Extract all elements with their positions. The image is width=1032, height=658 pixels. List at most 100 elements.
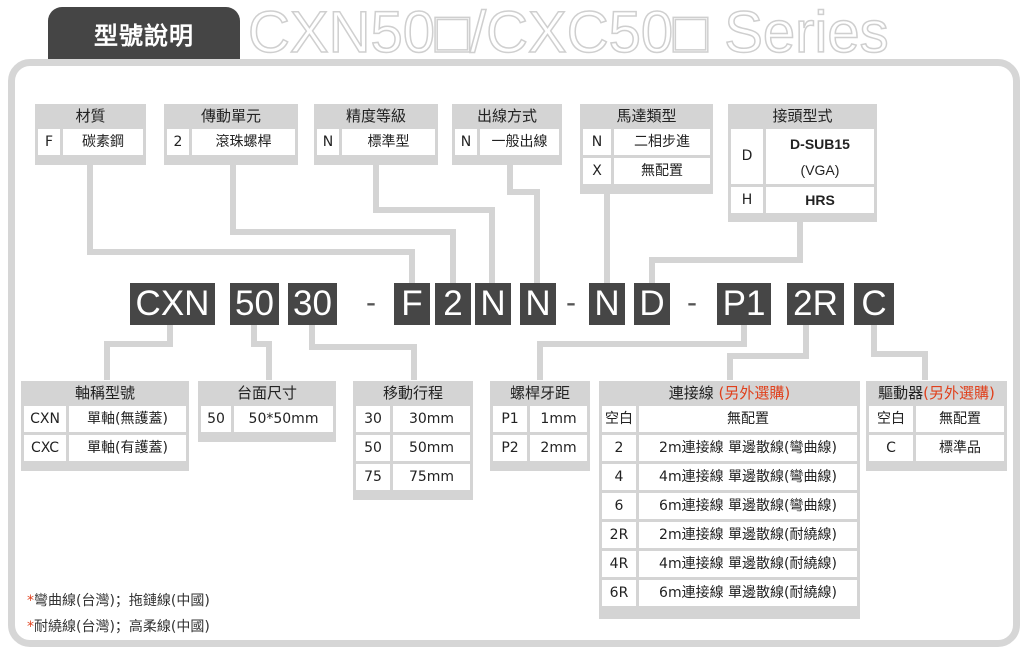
connector-desc: HRS [766, 187, 874, 213]
table-size-row: 50 50*50mm [201, 406, 333, 432]
connector-code: D [731, 129, 763, 184]
code-drive: 2 [435, 283, 471, 325]
connector-desc-line1: D-SUB15 [790, 136, 850, 152]
drive-row: 2 滾珠螺桿 [167, 129, 295, 155]
stroke-row: 30 30mm [356, 406, 470, 432]
line-driver [871, 324, 928, 380]
cable-code: 空白 [602, 406, 636, 432]
connector-desc: D-SUB15 (VGA) [766, 129, 874, 184]
drive-title: 傳動單元 [200, 107, 261, 125]
footnote: *耐繞線(台灣)；高柔線(中國) [27, 616, 210, 636]
motor-desc: 無配置 [614, 158, 710, 184]
cable-row: 空白無配置 [602, 406, 857, 432]
driver-row: 空白 無配置 [869, 406, 1004, 432]
code-driver: C [854, 283, 894, 325]
driver-desc: 無配置 [916, 406, 1004, 432]
code-cable: 2R [787, 283, 844, 325]
outlet-code: N [455, 129, 477, 155]
cover-row: CXC 單軸(有護蓋) [24, 435, 186, 461]
stroke-code: 50 [356, 435, 390, 461]
code-dash: - [566, 286, 576, 319]
footnote-text: 耐繞線(台灣)；高柔線(中國) [34, 619, 210, 635]
driver-code: C [869, 435, 913, 461]
lead-row: P2 2mm [493, 435, 587, 461]
connector-row: H HRS [731, 187, 874, 213]
cable-code: 6 [602, 493, 636, 519]
cover-code: CXN [24, 406, 66, 432]
motor-desc: 二相步進 [614, 129, 710, 155]
driver-desc: 標準品 [916, 435, 1004, 461]
page-title: 型號說明 [94, 21, 194, 50]
material-box: 材質 F 碳素鋼 [35, 104, 146, 165]
lead-title: 螺桿牙距 [509, 384, 570, 402]
connector-title: 接頭型式 [772, 107, 833, 125]
cable-title-note: (另外選購) [718, 384, 791, 402]
motor-code: N [583, 129, 611, 155]
cable-code: 4R [602, 551, 636, 577]
footnote-star: * [27, 593, 34, 609]
material-desc: 碳素鋼 [63, 129, 143, 155]
cable-desc: 6m連接線 單邊散線(彎曲線) [639, 493, 857, 519]
precision-code: N [317, 129, 339, 155]
motor-row: N 二相步進 [583, 129, 710, 155]
code-motor: N [589, 283, 625, 325]
precision-box: 精度等級 N 標準型 [314, 104, 438, 165]
table-size-box: 台面尺寸 50 50*50mm [198, 381, 336, 442]
lead-code: P1 [493, 406, 527, 432]
precision-desc: 標準型 [342, 129, 435, 155]
line-outlet [507, 164, 540, 284]
table-size-title: 台面尺寸 [236, 384, 297, 402]
outlet-box: 出線方式 N 一般出線 [452, 104, 562, 165]
connector-desc-line2: (VGA) [800, 162, 840, 178]
cable-desc: 6m連接線 單邊散線(耐繞線) [639, 580, 857, 606]
footnote-text: 彎曲線(台灣)；拖鏈線(中國) [34, 593, 210, 609]
line-cover [104, 324, 173, 380]
code-material: F [394, 283, 430, 325]
cable-title: 連接線 (另外選購) [599, 381, 860, 406]
table-size-code: 50 [201, 406, 231, 432]
motor-code: X [583, 158, 611, 184]
line-precision [373, 164, 495, 284]
cable-desc: 2m連接線 單邊散線(彎曲線) [639, 435, 857, 461]
cover-title: 軸稱型號 [74, 384, 135, 402]
stroke-box: 移動行程 30 30mm 50 50mm 75 75mm [353, 381, 473, 500]
cover-row: CXN 單軸(無護蓋) [24, 406, 186, 432]
driver-title: 驅動器(另外選購) [866, 381, 1007, 406]
cover-desc: 單軸(無護蓋) [69, 406, 186, 432]
line-connector [649, 220, 803, 284]
code-stroke: 30 [288, 283, 337, 325]
driver-title-text: 驅動器 [878, 384, 924, 402]
precision-title: 精度等級 [345, 107, 406, 125]
cable-desc: 2m連接線 單邊散線(耐繞線) [639, 522, 857, 548]
drive-code: 2 [167, 129, 189, 155]
driver-code: 空白 [869, 406, 913, 432]
code-dash: - [366, 286, 376, 319]
cover-desc: 單軸(有護蓋) [69, 435, 186, 461]
lead-code: P2 [493, 435, 527, 461]
connector-row: D D-SUB15 (VGA) [731, 129, 874, 184]
line-cable [727, 324, 809, 380]
line-stroke [309, 324, 417, 380]
stroke-code: 75 [356, 464, 390, 490]
series-title: CXN50□/CXC50□ Series [247, 0, 889, 66]
table-size-desc: 50*50mm [234, 406, 333, 432]
stroke-code: 30 [356, 406, 390, 432]
cover-box: 軸稱型號 CXN 單軸(無護蓋) CXC 單軸(有護蓋) [21, 381, 189, 471]
cable-desc: 4m連接線 單邊散線(耐繞線) [639, 551, 857, 577]
footnote-star: * [27, 619, 34, 635]
driver-title-note: (另外選購) [923, 384, 995, 402]
material-row: F 碳素鋼 [38, 129, 143, 155]
code-outlet: N [520, 283, 556, 325]
stroke-desc: 75mm [393, 464, 470, 490]
material-code: F [38, 129, 60, 155]
stroke-row: 50 50mm [356, 435, 470, 461]
lead-desc: 2mm [530, 435, 587, 461]
lead-desc: 1mm [530, 406, 587, 432]
code-lead: P1 [717, 283, 771, 325]
stroke-desc: 30mm [393, 406, 470, 432]
motor-title: 馬達類型 [616, 107, 677, 125]
